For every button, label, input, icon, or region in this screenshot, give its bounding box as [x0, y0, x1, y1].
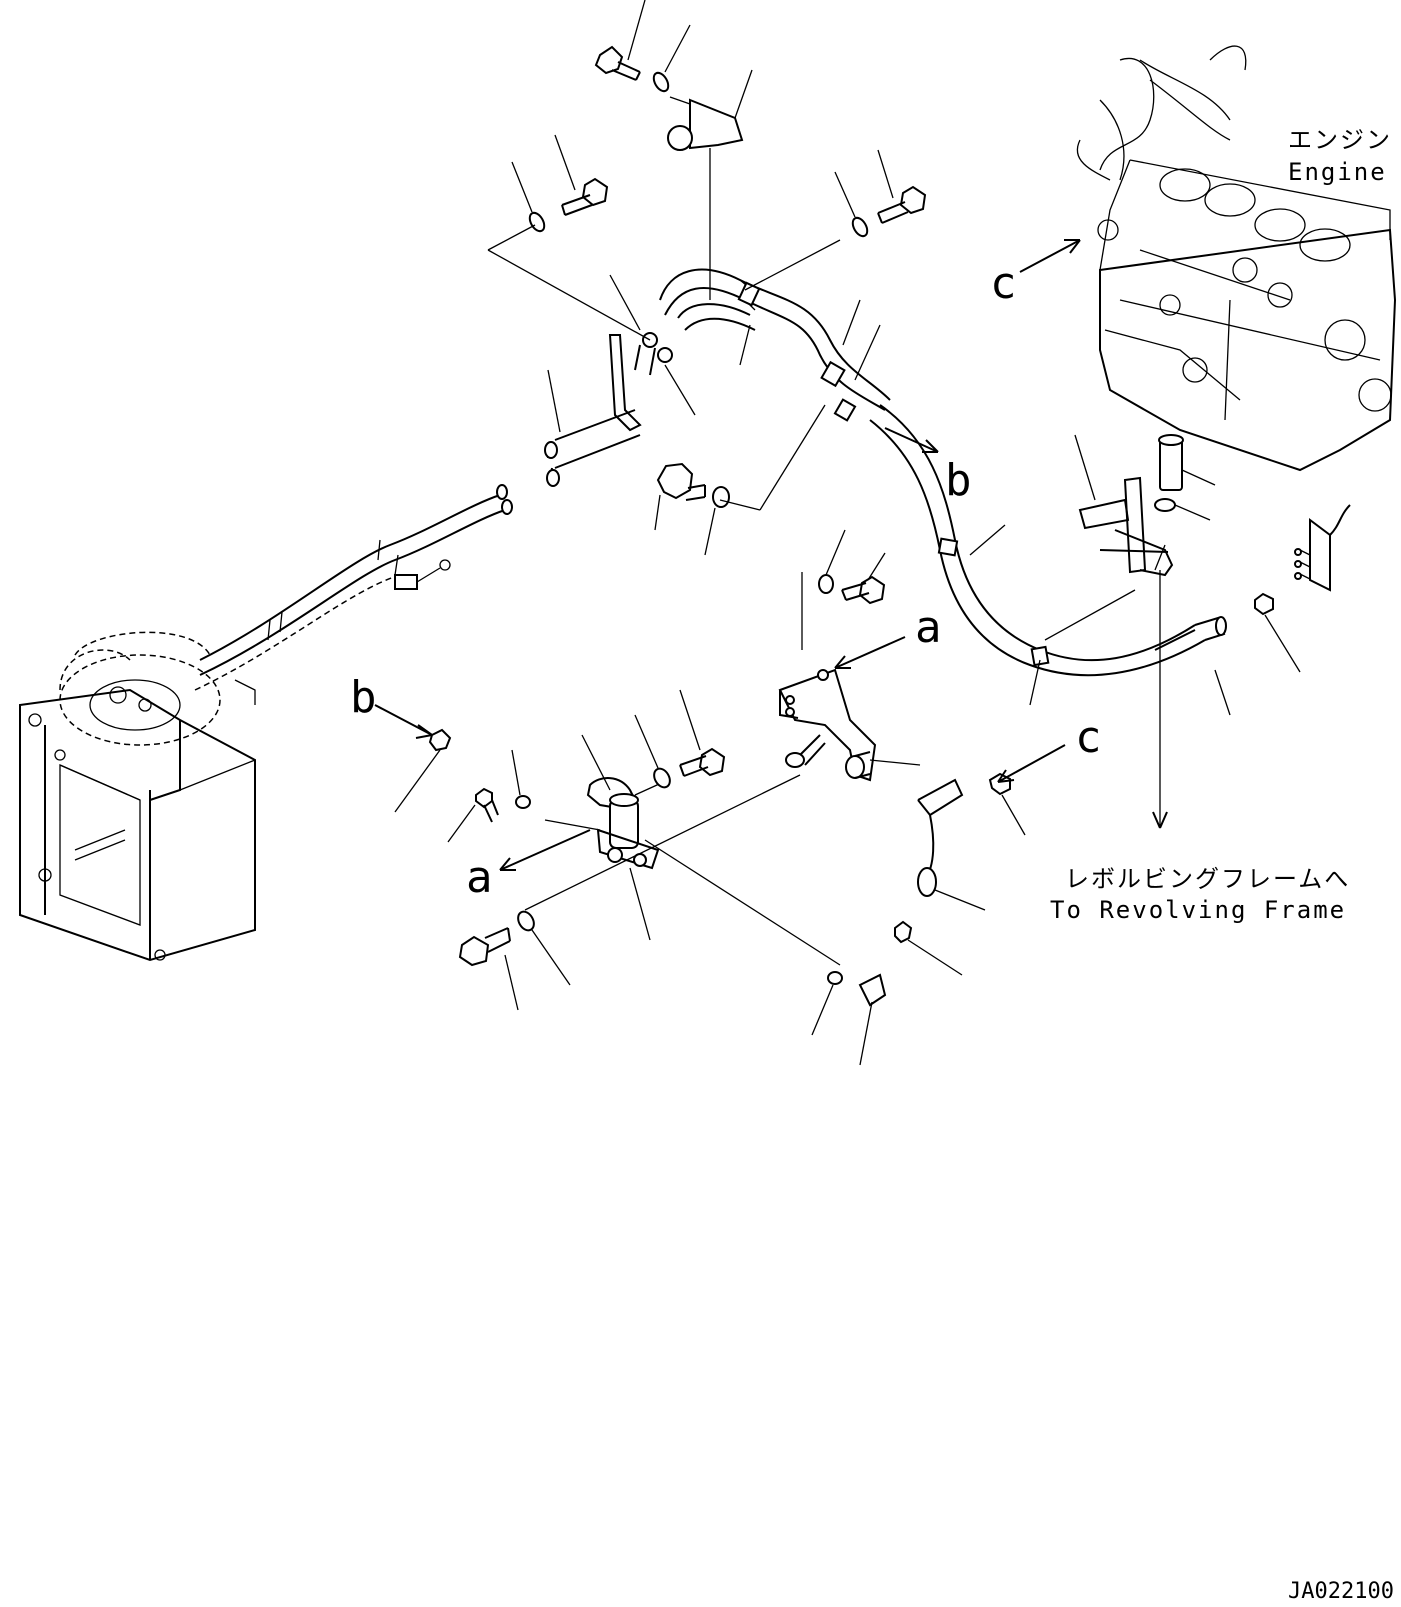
upper-fuel-pipes	[659, 268, 891, 422]
ref-arrow-b-tank	[374, 704, 433, 739]
main-fuel-pipe	[869, 404, 1227, 677]
hardware-lower	[447, 689, 1026, 1066]
engine-block	[1076, 45, 1397, 472]
ref-arrow-b-pipe	[884, 427, 939, 453]
ref-label-c-lower: c	[1075, 712, 1102, 763]
frame-bracket	[969, 434, 1231, 829]
revolving-frame-label-en: To Revolving Frame	[1050, 896, 1346, 924]
engine-label-en: Engine	[1288, 158, 1387, 186]
revolving-frame-label-ja: レボルビングフレームへ	[1065, 865, 1350, 893]
ref-arrow-c-engine	[1019, 239, 1081, 273]
ref-arrow-c-lower	[997, 744, 1066, 783]
ref-label-a-bracket: a	[915, 602, 942, 653]
hose-clip-nut	[428, 728, 452, 752]
hardware-mid	[654, 404, 826, 556]
tank-to-filter-hoses	[194, 484, 513, 691]
hardware-top	[487, 0, 927, 433]
ref-label-a-solenoid: a	[466, 852, 493, 903]
ref-label-b-pipe: b	[945, 455, 972, 506]
fitting-right	[1254, 504, 1351, 673]
ref-arrow-a-bracket	[834, 636, 906, 669]
filter-bracket	[544, 332, 673, 487]
solenoid-valve	[524, 734, 841, 966]
fuel-tank-assembly	[19, 631, 256, 962]
drawing-code: JA022100	[1288, 1579, 1394, 1604]
lower-bracket	[778, 529, 921, 782]
engine-label-ja: エンジン	[1288, 126, 1392, 154]
ref-label-b-tank: b	[350, 672, 377, 723]
ref-arrow-a-solenoid	[499, 829, 591, 871]
ref-label-c-engine: c	[990, 258, 1017, 309]
